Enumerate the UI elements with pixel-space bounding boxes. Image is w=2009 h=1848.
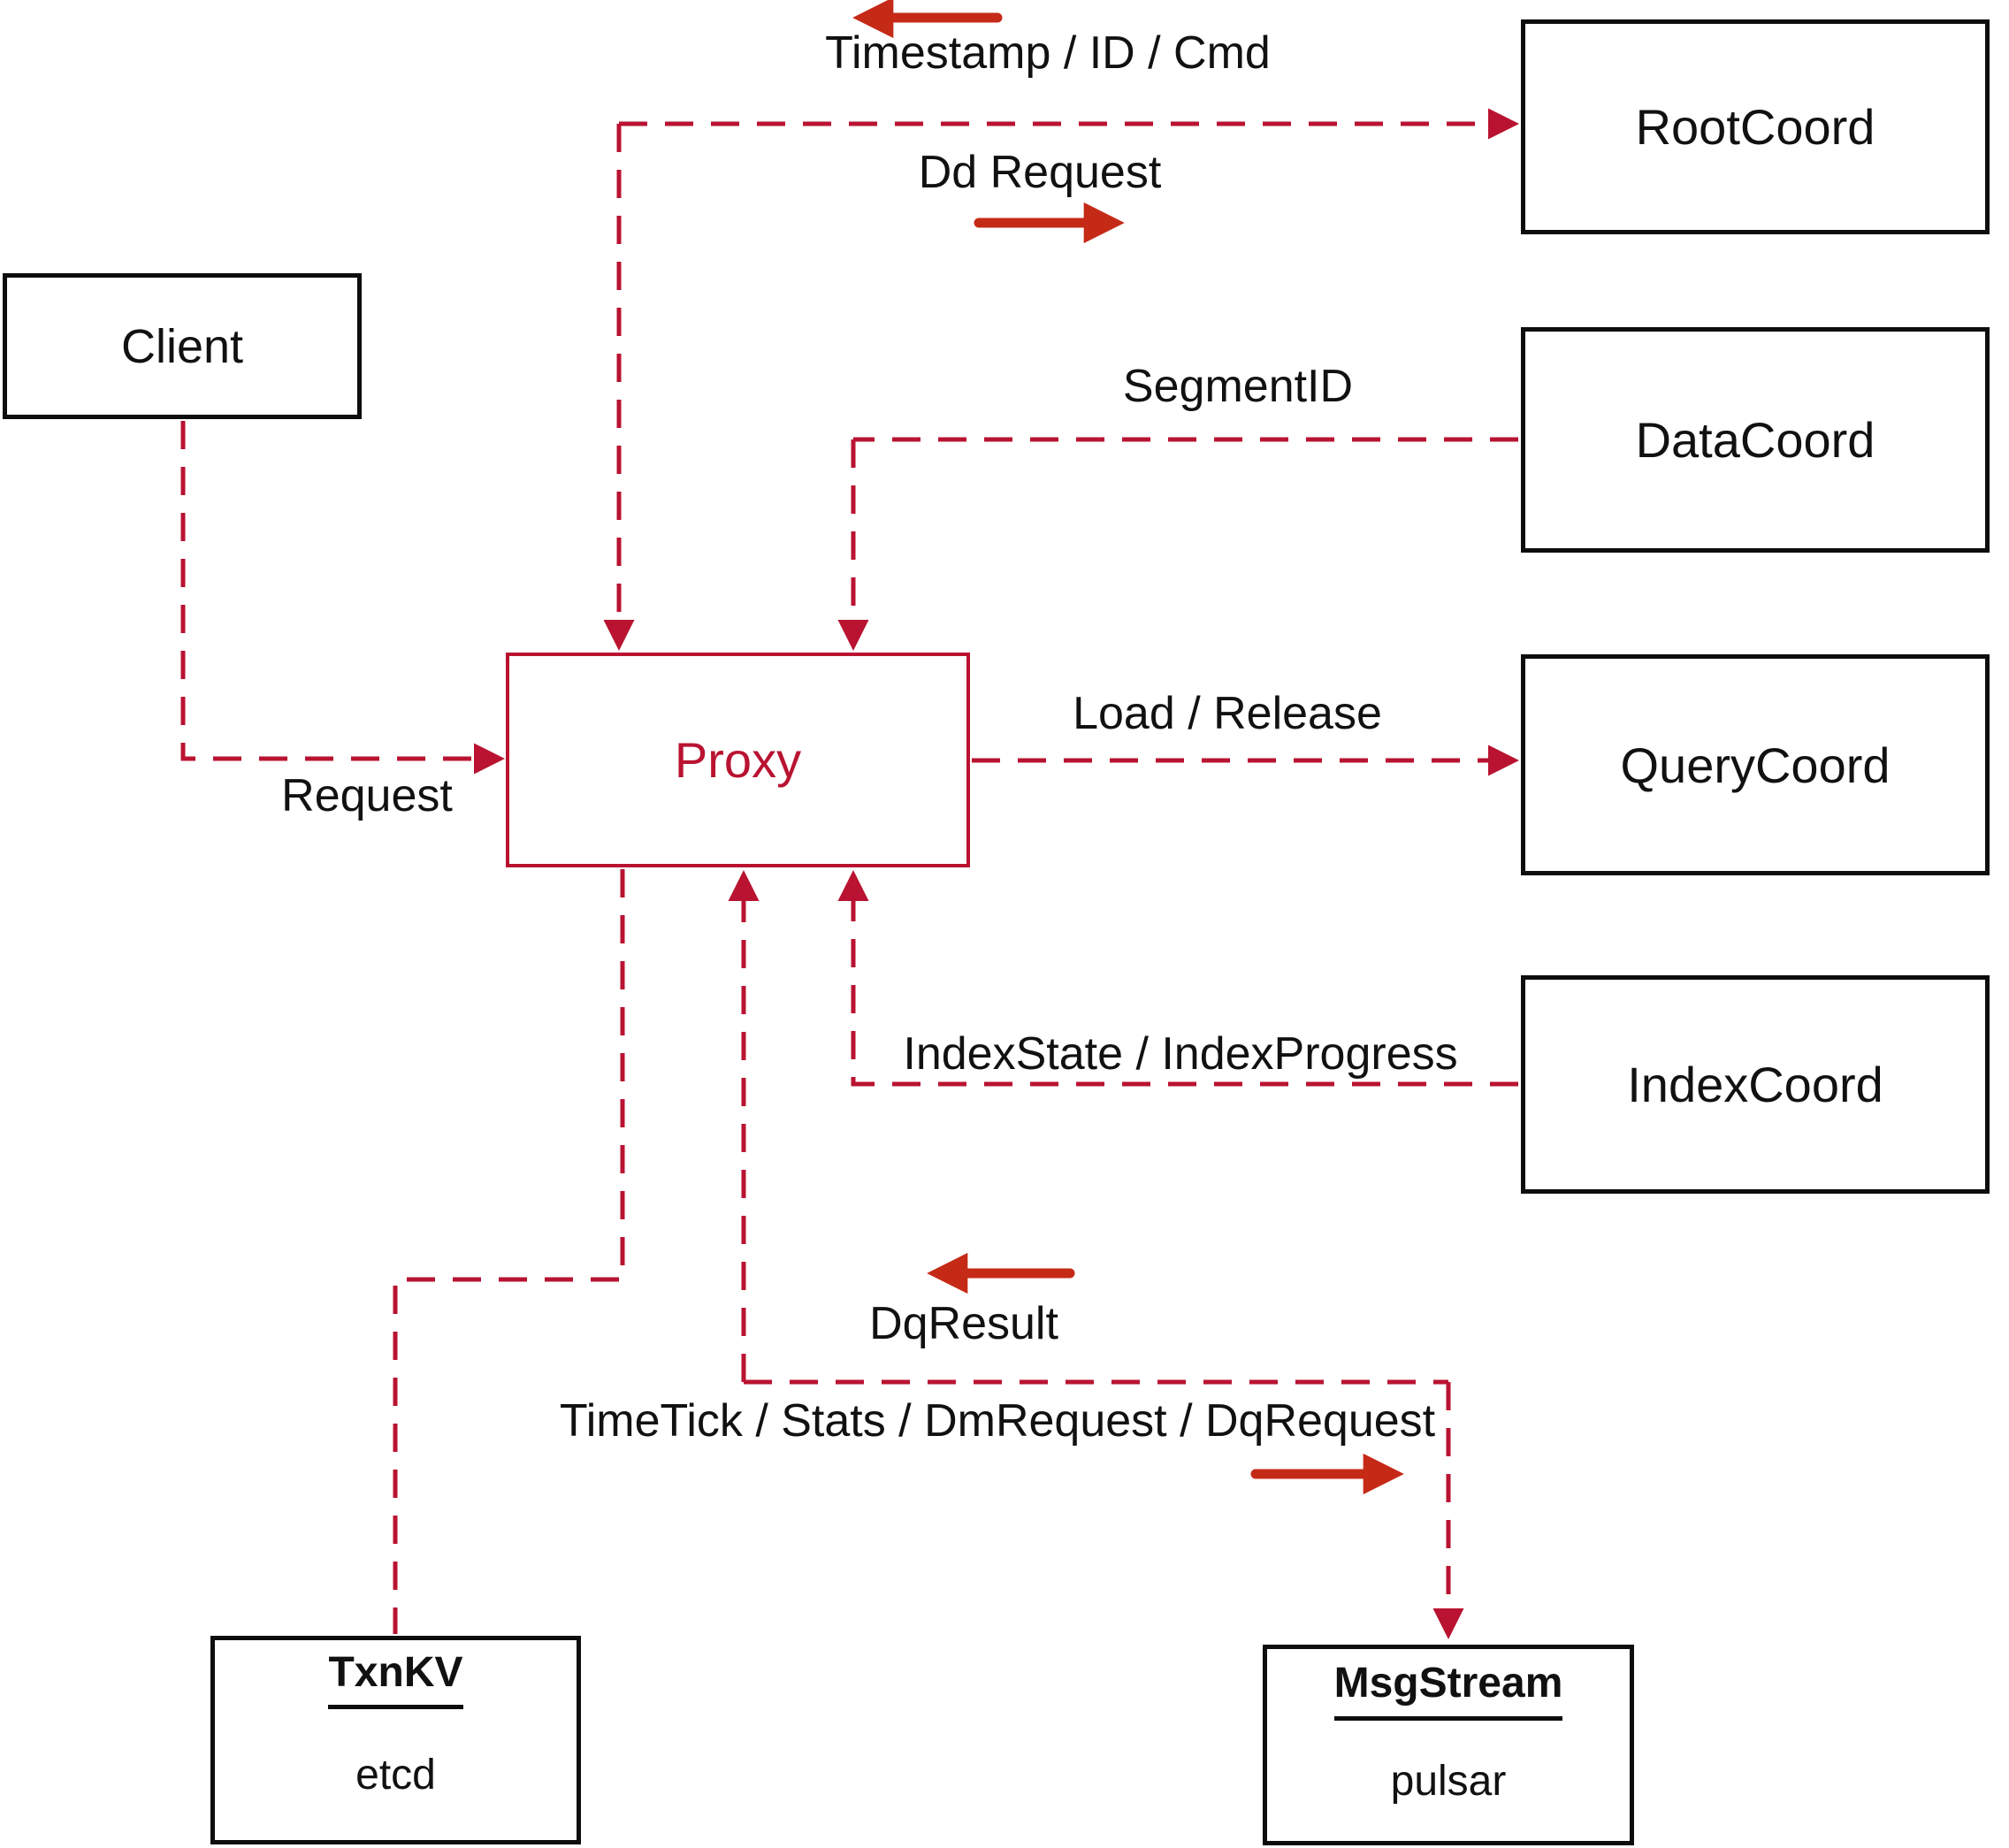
- label-dd-request: Dd Request: [918, 147, 1162, 198]
- node-txnkv: TxnKV etcd: [210, 1636, 581, 1844]
- edge-indexcoord-proxy: [837, 870, 1518, 1087]
- edge-client-proxy: [180, 421, 505, 775]
- node-rootcoord: RootCoord: [1521, 19, 1990, 234]
- node-proxy: Proxy: [506, 653, 970, 867]
- label-dq-result: DqResult: [869, 1298, 1058, 1349]
- node-indexcoord-label: IndexCoord: [1627, 1057, 1883, 1112]
- label-load-release: Load / Release: [1073, 688, 1382, 739]
- label-timestamp-id-cmd: Timestamp / ID / Cmd: [825, 27, 1271, 79]
- node-rootcoord-label: RootCoord: [1635, 99, 1875, 155]
- label-index-state-progress: IndexState / IndexProgress: [903, 1028, 1458, 1080]
- node-client: Client: [3, 273, 362, 419]
- node-querycoord: QueryCoord: [1521, 654, 1990, 875]
- node-msgstream-body: pulsar: [1390, 1757, 1507, 1805]
- node-msgstream-title: MsgStream: [1333, 1649, 1563, 1721]
- node-proxy-label: Proxy: [674, 732, 802, 788]
- node-txnkv-body: etcd: [355, 1751, 436, 1798]
- node-client-label: Client: [120, 319, 244, 373]
- label-time-tick: TimeTick / Stats / DmRequest / DqRequest: [559, 1395, 1436, 1447]
- node-querycoord-label: QueryCoord: [1620, 737, 1891, 793]
- node-txnkv-title: TxnKV: [328, 1640, 463, 1709]
- node-datacoord-label: DataCoord: [1635, 412, 1875, 468]
- edge-proxy-txnkv: [393, 869, 625, 1634]
- node-indexcoord: IndexCoord: [1521, 975, 1990, 1194]
- node-msgstream: MsgStream pulsar: [1263, 1645, 1634, 1845]
- node-datacoord: DataCoord: [1521, 327, 1990, 553]
- label-request: Request: [281, 770, 453, 821]
- label-segment-id: SegmentID: [1122, 361, 1354, 412]
